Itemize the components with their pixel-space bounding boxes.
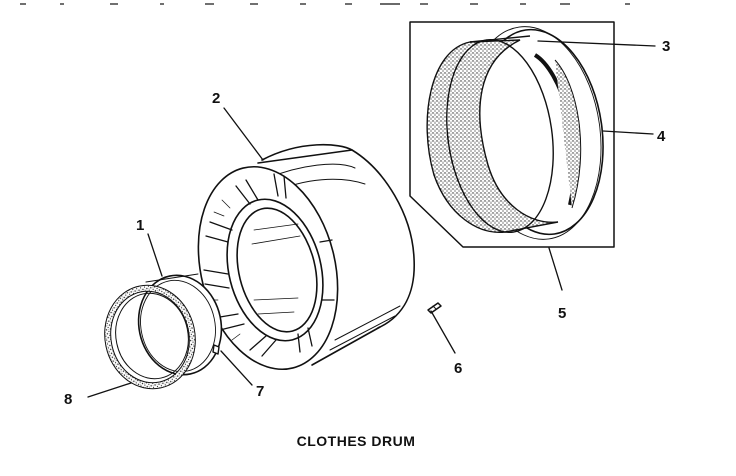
callout-1: 1 xyxy=(136,217,144,234)
leader-1 xyxy=(147,233,163,277)
callout-8: 8 xyxy=(64,391,72,408)
leader-4 xyxy=(602,130,654,135)
clip xyxy=(427,302,442,314)
diagram-caption: CLOTHES DRUM xyxy=(297,433,416,449)
callout-5: 5 xyxy=(558,305,566,322)
front-ring xyxy=(137,273,223,376)
leader-5 xyxy=(548,247,563,291)
callout-4: 4 xyxy=(657,128,666,145)
leader-7 xyxy=(220,350,253,386)
callout-labels: 1 2 3 4 5 6 7 8 xyxy=(64,38,670,408)
ring-tab xyxy=(212,344,220,355)
leader-8 xyxy=(87,382,132,398)
leader-lines xyxy=(87,40,656,398)
callout-7: 7 xyxy=(256,383,264,400)
front-felt-seal xyxy=(104,284,196,390)
callout-2: 2 xyxy=(212,90,220,107)
drum xyxy=(197,143,415,371)
felt-seal-band xyxy=(426,35,582,234)
leader-2 xyxy=(223,107,264,161)
callout-3: 3 xyxy=(662,38,670,55)
seal-assembly-bracket xyxy=(409,21,615,248)
leader-3 xyxy=(537,40,656,47)
callout-6: 6 xyxy=(454,360,462,377)
leader-6 xyxy=(430,310,456,354)
